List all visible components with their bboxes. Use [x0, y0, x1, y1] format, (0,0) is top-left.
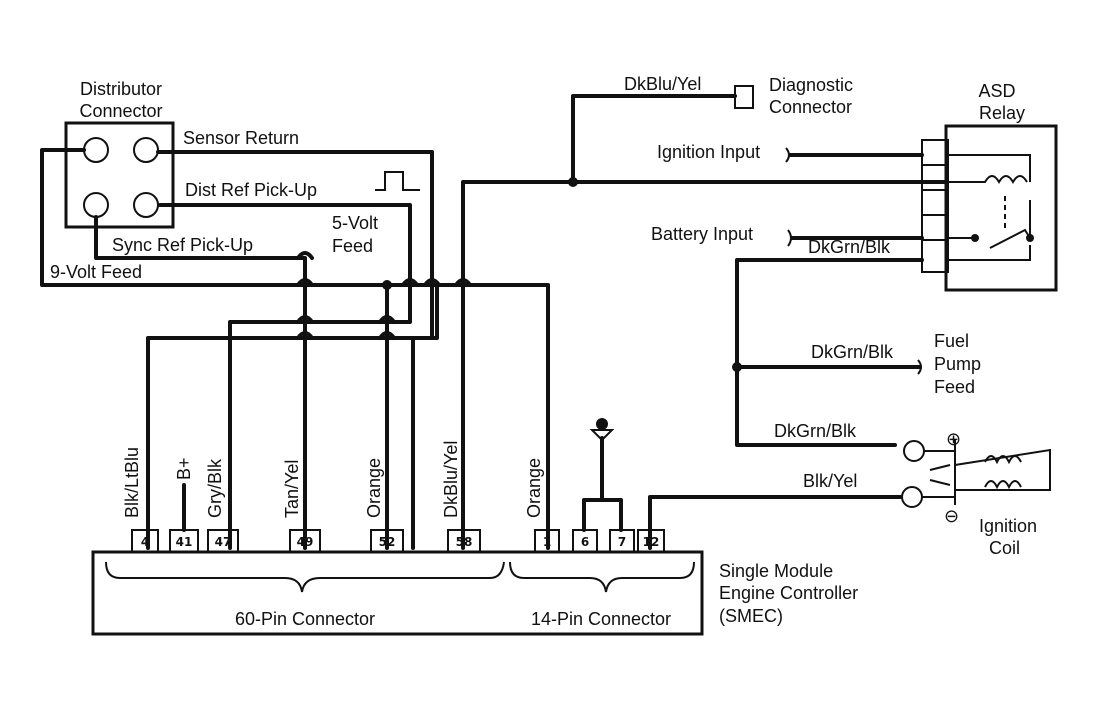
- pin-41: 41: [176, 535, 193, 549]
- dkgrn-blk-wire: [735, 258, 924, 447]
- wire-label-tan-yel: Tan/Yel: [282, 460, 302, 518]
- dkgrn-blk-fuel-label: DkGrn/Blk: [811, 342, 894, 362]
- pin-1: 1: [543, 535, 551, 549]
- pin-47: 47: [215, 535, 232, 549]
- coil-plus-icon: ⊕: [946, 429, 961, 449]
- five-volt-feed-label-2: Feed: [332, 236, 373, 256]
- smec-label-1: Single Module: [719, 561, 833, 581]
- wire-label-blk-ltblu: Blk/LtBlu: [122, 447, 142, 518]
- distributor-terminal-3: [83, 192, 109, 218]
- pin-12: 12: [643, 535, 660, 549]
- relay-switch-icon: [948, 200, 1031, 249]
- wire-crossover-hops: [296, 251, 472, 340]
- sync-ref-pickup-label: Sync Ref Pick-Up: [112, 235, 253, 255]
- distributor-terminal-4: [133, 192, 159, 218]
- asd-relay-label-2: Relay: [979, 103, 1025, 123]
- pin-58: 58: [456, 535, 473, 549]
- fuel-pump-splice: [732, 362, 742, 372]
- pin-6: 6: [581, 535, 589, 549]
- distributor-terminal-2: [133, 137, 159, 163]
- smec-label-3: (SMEC): [719, 606, 783, 626]
- nine-volt-feed-label: 9-Volt Feed: [50, 262, 142, 282]
- battery-input-connector-icon: [787, 229, 792, 247]
- diagnostic-wire: [571, 94, 737, 184]
- wire-label-orange-2: Orange: [524, 458, 544, 518]
- diagnostic-label-2: Connector: [769, 97, 852, 117]
- sensor-return-label: Sensor Return: [183, 128, 299, 148]
- dkgrn-blk-relay-label: DkGrn/Blk: [808, 237, 891, 257]
- asd-relay-label-1: ASD: [978, 81, 1015, 101]
- pin-49: 49: [297, 535, 314, 549]
- five-volt-feed-label-1: 5-Volt: [332, 213, 378, 233]
- wire-label-b-plus: B+: [174, 457, 194, 480]
- ignition-input-label: Ignition Input: [657, 142, 760, 162]
- wire-label-orange-1: Orange: [364, 458, 384, 518]
- coil-minus-icon: ⊖: [944, 506, 959, 526]
- distributor-terminal-1: [83, 137, 109, 163]
- dkblu-yel-splice: [568, 177, 578, 187]
- pulse-waveform-icon: [375, 171, 420, 191]
- sixty-pin-brace: [105, 561, 505, 593]
- sync-ref-pickup-wire: [94, 215, 307, 550]
- dist-ref-pickup-wire: [158, 203, 412, 550]
- pins-6-7-wire: [582, 436, 623, 532]
- blk-yel-label: Blk/Yel: [803, 471, 857, 491]
- relay-coil-lead: [948, 154, 1031, 182]
- asd-relay-body: [944, 124, 1058, 292]
- diagnostic-connector-body: [734, 85, 754, 109]
- wire-label-dkblu-yel: DkBlu/Yel: [441, 441, 461, 518]
- ignition-input-connector-icon: [785, 147, 790, 163]
- pin-7: 7: [618, 535, 626, 549]
- distributor-label-1: Distributor: [80, 79, 162, 99]
- battery-input-label: Battery Input: [651, 224, 753, 244]
- pin-4: 4: [141, 535, 149, 549]
- smec-label-2: Engine Controller: [719, 583, 858, 603]
- dkblu-yel-top-label: DkBlu/Yel: [624, 74, 701, 94]
- ignition-coil-label-1: Ignition: [979, 516, 1037, 536]
- fuel-pump-label-1: Fuel: [934, 331, 969, 351]
- asd-relay-connector: [921, 139, 949, 273]
- diagnostic-label-1: Diagnostic: [769, 75, 853, 95]
- fuel-pump-label-3: Feed: [934, 377, 975, 397]
- fuel-pump-label-2: Pump: [934, 354, 981, 374]
- pin-row: [131, 529, 665, 553]
- ignition-coil: [901, 440, 1051, 508]
- relay-coil-icon: [948, 175, 1028, 184]
- fourteen-pin-label: 14-Pin Connector: [531, 609, 671, 629]
- dkblu-yel-wire: [461, 180, 947, 550]
- ignition-coil-label-2: Coil: [989, 538, 1020, 558]
- fourteen-pin-brace: [509, 561, 695, 593]
- distributor-connector-body: [64, 121, 175, 229]
- dist-ref-pickup-label: Dist Ref Pick-Up: [185, 180, 317, 200]
- pin-52: 52: [379, 535, 396, 549]
- distributor-label-2: Connector: [79, 101, 162, 121]
- wire-label-gry-blk: Gry/Blk: [205, 458, 225, 518]
- dkgrn-blk-coil-label: DkGrn/Blk: [774, 421, 857, 441]
- blk-yel-wire: [648, 495, 902, 550]
- fuel-pump-connector-icon: [917, 359, 922, 375]
- sixty-pin-label: 60-Pin Connector: [235, 609, 375, 629]
